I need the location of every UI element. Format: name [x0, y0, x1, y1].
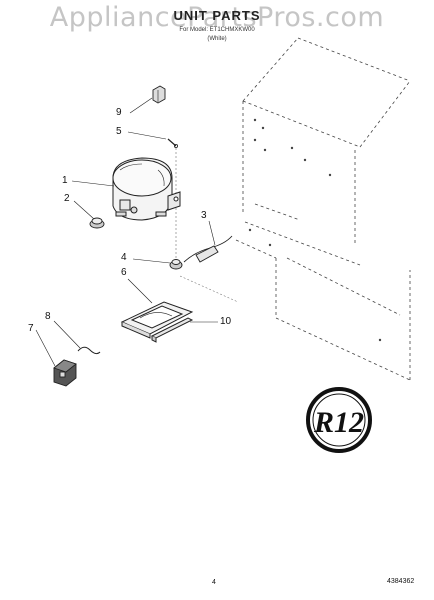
leader-4	[132, 258, 171, 264]
callout-2: 2	[64, 193, 70, 204]
callout-1: 1	[62, 175, 68, 186]
callout-8: 8	[45, 311, 51, 322]
leader-3	[208, 220, 216, 246]
leader-5	[127, 131, 167, 140]
part-10-rail	[150, 317, 194, 343]
part-1-compressor	[112, 157, 181, 221]
leader-6	[127, 278, 153, 304]
part-4-grommet	[169, 259, 183, 270]
callout-7: 7	[28, 323, 34, 334]
watermark: AppliancePartsPros.com	[49, 2, 385, 33]
diagram-title: UNIT PARTS	[173, 8, 261, 23]
callout-10: 10	[220, 316, 232, 327]
leader-2	[73, 200, 95, 220]
page-number: 4	[212, 579, 216, 586]
callout-4: 4	[121, 252, 127, 263]
callout-9: 9	[116, 107, 122, 118]
part-7-relay	[53, 359, 77, 387]
part-2-grommet	[89, 217, 105, 229]
part-3-drier	[179, 235, 239, 303]
leader-1	[71, 180, 115, 187]
part-9-cover	[152, 85, 166, 104]
model-line: For Model: ET1CHMXKW00	[179, 27, 255, 33]
badge-text: R12	[313, 406, 364, 439]
leader-7	[35, 329, 56, 367]
document-number: 4384362	[387, 578, 415, 585]
cabinet-holes	[248, 118, 382, 342]
color-line: (White)	[207, 36, 227, 42]
leader-9	[129, 97, 153, 114]
part-6-base-plate	[120, 301, 194, 339]
callout-5: 5	[116, 126, 122, 137]
r12-badge: R12	[306, 387, 372, 453]
cabinet-outline	[235, 37, 411, 381]
callout-6: 6	[121, 267, 127, 278]
part-5-clip	[167, 138, 178, 148]
part-8-clip	[77, 346, 101, 355]
callout-3: 3	[201, 210, 207, 221]
leader-8	[53, 320, 81, 349]
